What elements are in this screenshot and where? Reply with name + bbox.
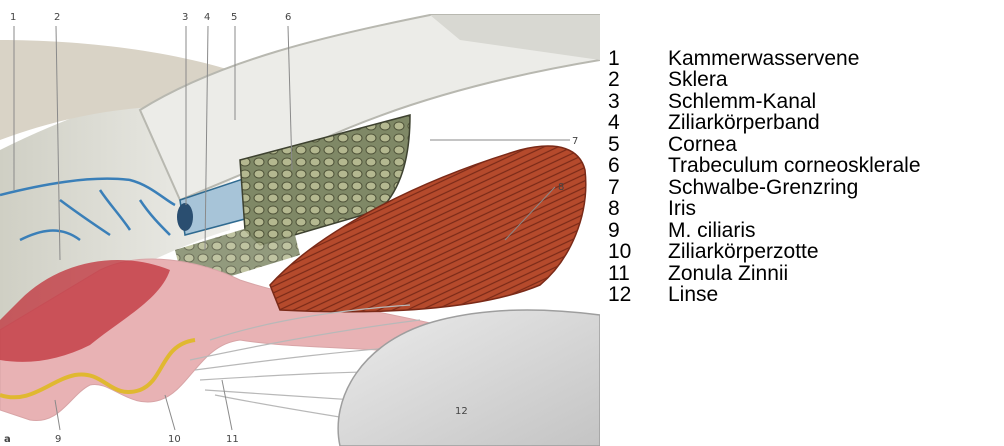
legend-number: 3	[608, 90, 668, 114]
callout-4: 4	[204, 12, 210, 23]
legend-term: Trabeculum corneosklerale	[668, 154, 921, 178]
legend-row: 11Zonula Zinnii	[608, 263, 998, 285]
legend-term: Linse	[668, 283, 718, 307]
legend-term: Kammerwasservene	[668, 47, 859, 71]
legend-number: 12	[608, 283, 668, 307]
legend-term: Zonula Zinnii	[668, 262, 788, 286]
legend-number: 8	[608, 197, 668, 221]
legend-row: 12Linse	[608, 285, 998, 307]
legend-number: 9	[608, 219, 668, 243]
legend-term: M. ciliaris	[668, 219, 756, 243]
legend-row: 5Cornea	[608, 134, 998, 156]
legend-number: 5	[608, 133, 668, 157]
legend-term: Ziliarkörperband	[668, 111, 820, 135]
legend-row: 9M. ciliaris	[608, 220, 998, 242]
legend-row: 4Ziliarkörperband	[608, 113, 998, 135]
legend-term: Iris	[668, 197, 696, 221]
callout-2: 2	[54, 12, 60, 23]
callout-5: 5	[231, 12, 237, 23]
callout-8: 8	[558, 182, 564, 193]
legend-number: 11	[608, 262, 668, 286]
legend-number: 1	[608, 47, 668, 71]
callout-10: 10	[168, 434, 181, 445]
callout-11: 11	[226, 434, 239, 445]
legend-row: 3Schlemm-Kanal	[608, 91, 998, 113]
legend-number: 7	[608, 176, 668, 200]
legend-number: 10	[608, 240, 668, 264]
legend-term: Schlemm-Kanal	[668, 90, 816, 114]
legend-number: 6	[608, 154, 668, 178]
legend-row: 6Trabeculum corneosklerale	[608, 156, 998, 178]
legend: 1Kammerwasservene 2Sklera 3Schlemm-Kanal…	[608, 48, 998, 306]
legend-number: 2	[608, 68, 668, 92]
callout-7: 7	[572, 136, 578, 147]
legend-term: Schwalbe-Grenzring	[668, 176, 858, 200]
legend-row: 1Kammerwasservene	[608, 48, 998, 70]
eye-anatomy-illustration: 1 2 3 4 5 6 7 8 9 10 11 12 a	[0, 0, 600, 446]
panel-letter: a	[4, 434, 11, 445]
legend-row: 10Ziliarkörperzotte	[608, 242, 998, 264]
callout-1: 1	[10, 12, 16, 23]
callout-6: 6	[285, 12, 291, 23]
callout-9: 9	[55, 434, 61, 445]
legend-term: Ziliarkörperzotte	[668, 240, 819, 264]
legend-row: 8Iris	[608, 199, 998, 221]
legend-row: 2Sklera	[608, 70, 998, 92]
legend-term: Cornea	[668, 133, 737, 157]
legend-number: 4	[608, 111, 668, 135]
legend-row: 7Schwalbe-Grenzring	[608, 177, 998, 199]
callout-12: 12	[455, 406, 468, 417]
legend-term: Sklera	[668, 68, 728, 92]
callout-3: 3	[182, 12, 188, 23]
